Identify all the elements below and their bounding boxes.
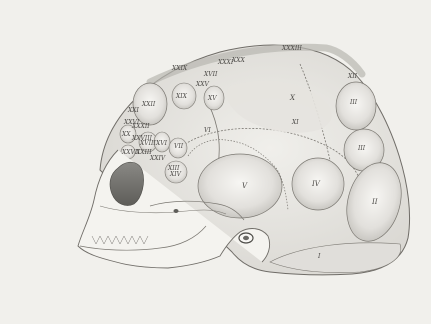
label-xxviii: XXVIII [131,135,153,142]
label-xii: XII [347,73,358,80]
label-xxi: XXI [127,107,140,114]
mastoid-spot [174,209,179,213]
label-xxv: XXV [195,81,210,88]
label-xiv: XIV [169,171,182,178]
label-xxxiii: XXXIII [281,45,303,52]
label-vi: VI [204,127,211,134]
label-xxvii: XXVII [121,149,140,156]
label-xxix: XXIX [171,65,188,72]
label-ii: II [371,198,378,206]
label-iv: IV [311,180,321,188]
ear-canal-inner [243,236,249,240]
organ-v [198,154,282,218]
label-xxii: XXII [141,101,156,108]
label-vii: VII [174,143,184,150]
label-x: X [289,94,296,102]
label-xxxii: XXXII [131,123,150,130]
label-xvii: XVII [203,71,218,78]
label-xvi: XVI [155,140,168,147]
label-iii-upper: III [349,99,358,106]
organ-iii-upper [336,82,376,130]
label-xix: XIX [175,93,188,100]
label-xi: XI [291,119,299,126]
label-xx: XX [121,131,131,138]
label-xv: XV [207,95,217,102]
label-xxiv: XXIV [149,155,166,162]
label-iii: III [357,145,366,152]
label-xxxi: XXXI [217,59,234,66]
